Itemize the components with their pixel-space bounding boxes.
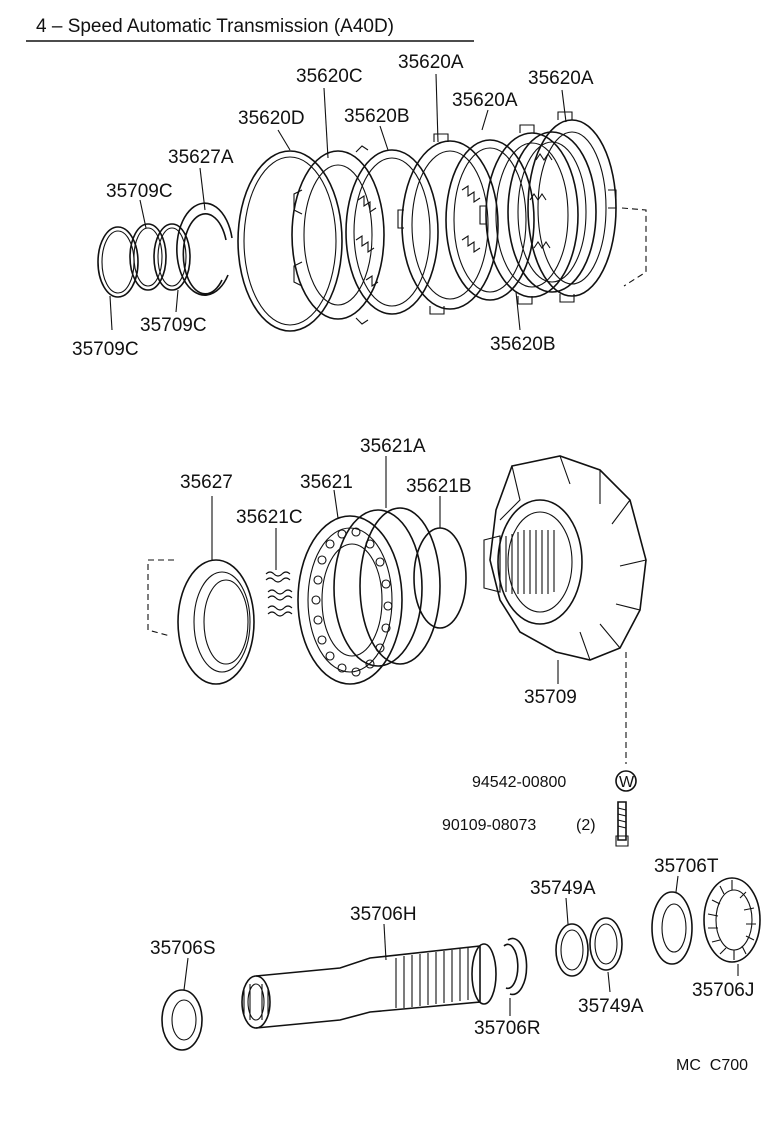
seal-35627 <box>177 559 255 685</box>
label-35620A-top: 35620A <box>398 52 464 73</box>
label-35749A-bot: 35749A <box>578 996 644 1017</box>
ring-35749A-a <box>555 923 589 977</box>
label-90109-08073: 90109-08073 <box>442 817 536 834</box>
leaders-bottom <box>183 875 739 1016</box>
disc-35620B-a <box>345 149 439 315</box>
label-35620B-top: 35620B <box>344 106 410 127</box>
label-35709C-mid: 35709C <box>140 315 207 336</box>
part-labels: 35620C 35620A 35620A 35620A 35620D 35620… <box>72 52 754 1039</box>
label-35749A-top: 35749A <box>530 878 596 899</box>
plate-35620A-c <box>527 111 617 303</box>
plate-35620A-b <box>479 124 579 305</box>
label-35706J: 35706J <box>692 980 754 1001</box>
ring-35749A-b <box>589 917 623 971</box>
washer-94542: W <box>615 770 637 792</box>
label-35706R: 35706R <box>474 1018 541 1039</box>
shaft-group <box>161 877 761 1051</box>
disc-35620B-b <box>445 139 535 301</box>
snap-ring-35709C-a <box>97 226 139 298</box>
label-35706H: 35706H <box>350 904 417 925</box>
footer-code: MC C700 <box>676 1057 748 1074</box>
plate-35620C <box>291 145 385 325</box>
label-35621B: 35621B <box>406 476 472 497</box>
bearing-35706J <box>703 877 761 963</box>
washer-symbol: W <box>619 774 635 791</box>
label-35706S: 35706S <box>150 938 216 959</box>
label-35620A-mid: 35620A <box>452 90 518 111</box>
o-ring-35621A <box>359 507 441 665</box>
snap-ring-35709C-b <box>129 223 167 291</box>
label-35709C-bot: 35709C <box>72 339 139 360</box>
label-35621A: 35621A <box>360 436 426 457</box>
diagram-title: 4 – Speed Automatic Transmission (A40D) <box>36 16 394 37</box>
label-35621: 35621 <box>300 472 353 493</box>
disc-35620B-c <box>507 131 597 293</box>
leaders-mid <box>211 456 559 684</box>
label-35620C: 35620C <box>296 66 363 87</box>
plate-35620A-a <box>397 133 499 315</box>
label-35620D: 35620D <box>238 108 305 129</box>
washer-35706S <box>161 989 203 1051</box>
label-35620A-right: 35620A <box>528 68 594 89</box>
leaders-top <box>109 73 567 331</box>
piston-35621 <box>297 509 423 685</box>
dashed-leader-top <box>621 207 647 287</box>
snap-ring-35709C-c <box>153 223 191 291</box>
springs-35621C <box>265 571 293 617</box>
clutch-pack-group <box>97 111 647 332</box>
label-35709: 35709 <box>524 687 577 708</box>
label-35621C: 35621C <box>236 507 303 528</box>
ring-35620D <box>237 150 343 332</box>
piston-drum-group <box>147 455 647 764</box>
dashed-leader-mid <box>147 559 174 637</box>
snap-ring-35627A <box>176 202 233 296</box>
label-35627: 35627 <box>180 472 233 493</box>
washer-35706T <box>651 891 693 965</box>
label-35706T: 35706T <box>654 856 719 877</box>
label-35709C-top: 35709C <box>106 181 173 202</box>
label-90109-qty: (2) <box>576 817 596 834</box>
label-94542-00800: 94542-00800 <box>472 774 566 791</box>
shaft-35706H <box>241 943 497 1029</box>
bolt-90109 <box>615 801 629 847</box>
label-35620B-bot: 35620B <box>490 334 556 355</box>
label-35627A: 35627A <box>168 147 234 168</box>
snap-ring-35706R <box>503 937 528 996</box>
drum-35709 <box>483 455 647 661</box>
